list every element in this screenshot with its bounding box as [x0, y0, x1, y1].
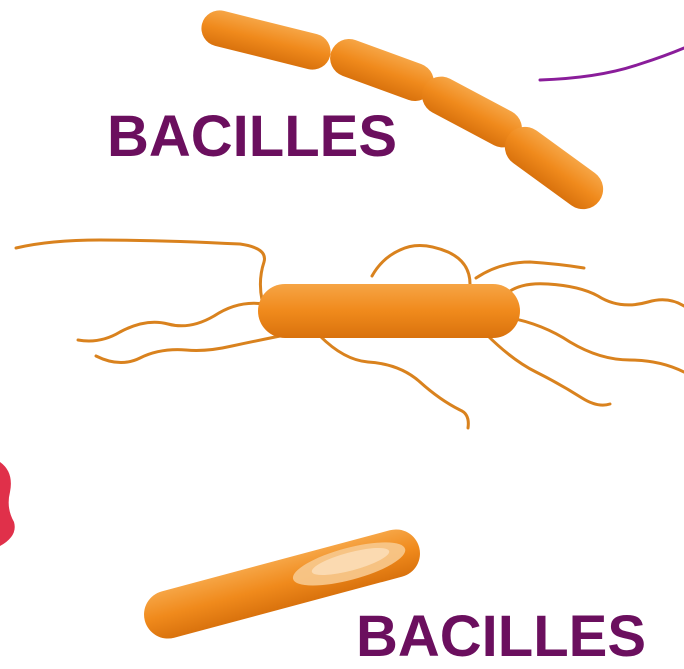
accent-line — [540, 48, 684, 80]
neighbor-cell-left — [0, 462, 15, 546]
flagellated-bacillus-icon — [16, 240, 684, 428]
bacilles-label-bottom: BACILLES — [356, 608, 646, 666]
bacilles-label-top: BACILLES — [107, 108, 397, 166]
